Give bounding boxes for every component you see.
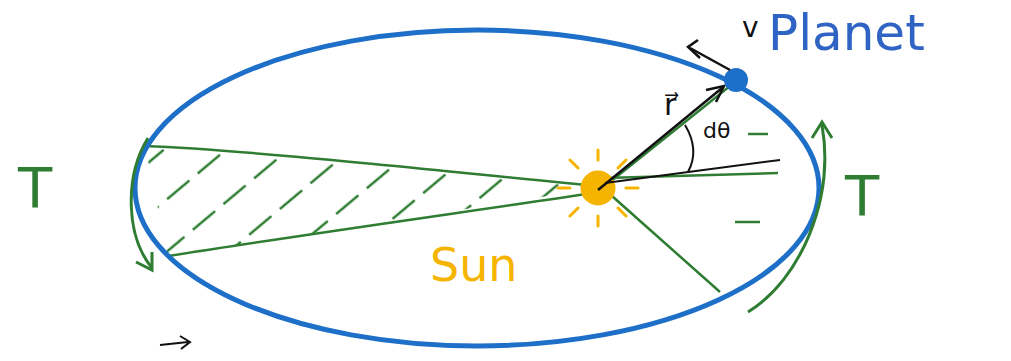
time-arrow [748,125,825,312]
planet-label: Planet [768,8,925,58]
planet-dot [724,68,748,92]
wedge-edge [605,173,778,178]
hatch-stroke [748,133,768,136]
vector-mark [160,336,190,349]
angle-label: dθ [703,120,730,142]
period-label: T [845,168,879,224]
angle-arc [685,125,693,172]
hatch-stroke [735,221,760,224]
arrow-head [136,252,152,270]
wedge-edge [168,192,600,256]
wedge-edge [612,196,720,292]
radius-label: r⃗ [664,90,676,120]
wedge-edge [145,146,598,186]
orbit-ellipse [135,30,819,346]
sun-label: Sun [430,242,518,288]
arrow-head [706,86,724,102]
sun-symbol [558,150,638,226]
time-arrow [131,138,152,268]
velocity-label: v [742,14,759,42]
arrow-head [688,40,700,58]
arrow-head [812,122,832,138]
swept-area [145,146,598,256]
period-label: T [18,160,52,216]
velocity-vector [690,48,730,70]
